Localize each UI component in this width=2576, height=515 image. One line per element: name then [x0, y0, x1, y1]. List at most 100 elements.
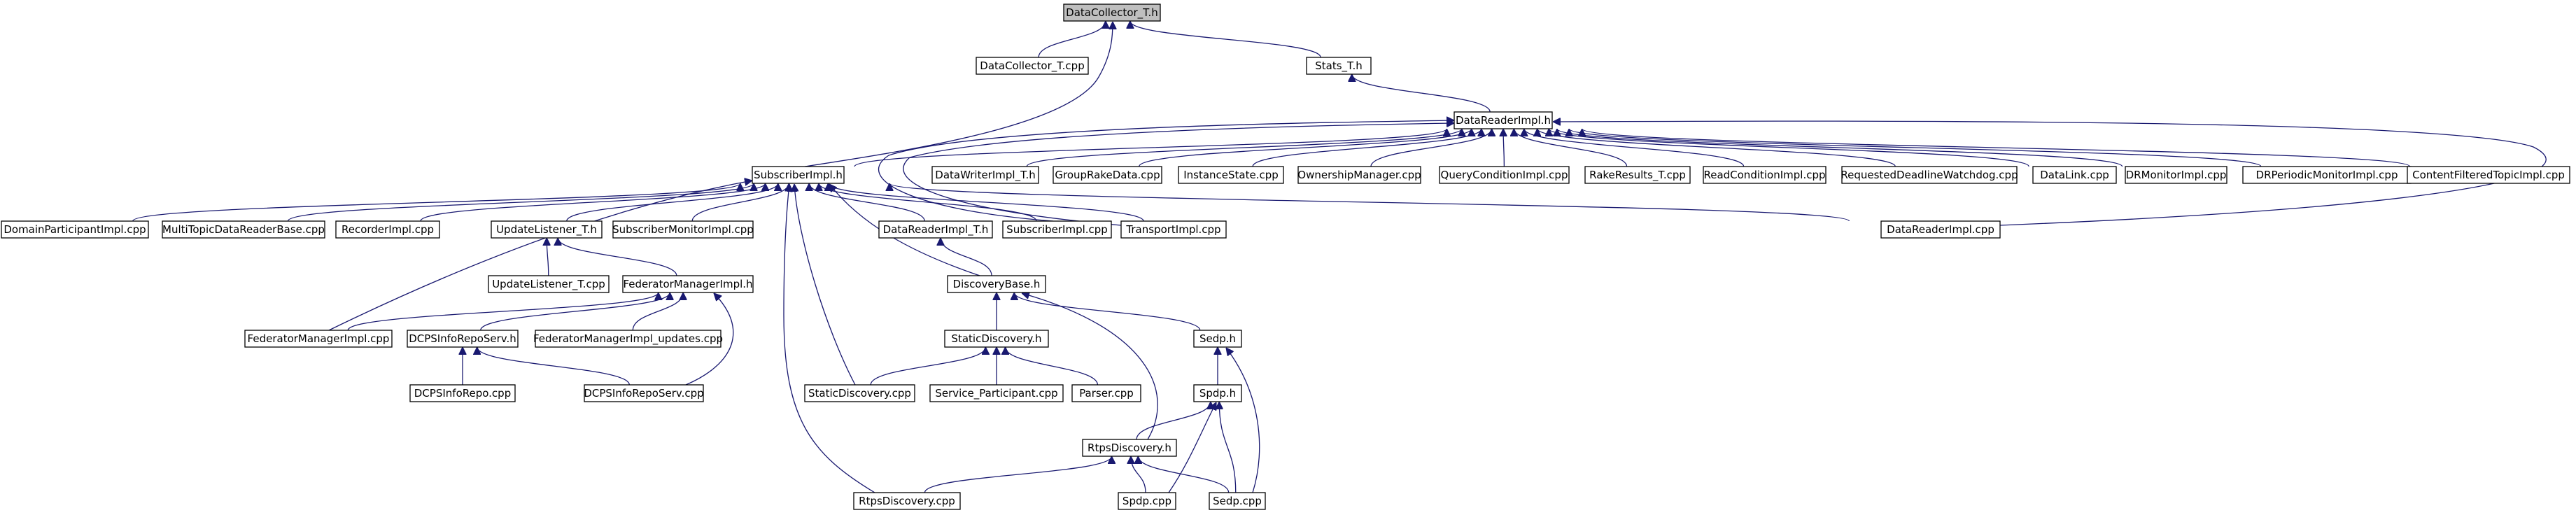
node-label: SubscriberImpl.h — [754, 169, 843, 181]
node-box — [1193, 330, 1242, 348]
graph-node[interactable]: StaticDiscovery.h — [944, 330, 1049, 348]
edge-n24-n4 — [828, 183, 1144, 222]
graph-node[interactable]: RtpsDiscovery.cpp — [853, 492, 961, 510]
node-box — [612, 220, 754, 239]
edge-n43-n40 — [1138, 456, 1230, 493]
node-label: ReadConditionImpl.cpp — [1703, 169, 1825, 181]
node-box — [407, 330, 519, 348]
node-label: Parser.cpp — [1079, 387, 1134, 400]
node-box — [244, 330, 393, 348]
graph-node[interactable]: GroupRakeData.cpp — [1053, 166, 1162, 184]
node-box — [1120, 220, 1227, 239]
node-box — [335, 220, 440, 239]
node-label: Service_Participant.cpp — [935, 387, 1057, 400]
graph-node[interactable]: TransportImpl.cpp — [1120, 220, 1227, 239]
node-label: DataCollector_T.h — [1066, 6, 1158, 20]
graph-node[interactable]: OwnershipManager.cpp — [1297, 166, 1421, 184]
graph-node[interactable]: InstanceState.cpp — [1178, 166, 1284, 184]
node-label: DCPSInfoRepoServ.h — [409, 332, 516, 345]
node-box — [1178, 166, 1284, 184]
graph-node[interactable]: DCPSInfoRepoServ.cpp — [584, 384, 704, 402]
edge-n36-n4 — [794, 184, 856, 386]
graph-node[interactable]: Spdp.cpp — [1118, 492, 1176, 510]
graph-node[interactable]: Sedp.h — [1193, 330, 1242, 348]
graph-node[interactable]: MultiTopicDataReaderBase.cpp — [162, 220, 325, 239]
graph-node[interactable]: QueryConditionImpl.cpp — [1439, 166, 1570, 184]
node-label: TransportImpl.cpp — [1125, 223, 1220, 236]
graph-node[interactable]: FederatorManagerImpl.cpp — [244, 330, 393, 348]
graph-node[interactable]: StaticDiscovery.cpp — [804, 384, 915, 402]
edge-n14-n3 — [1557, 128, 2123, 167]
graph-node[interactable]: FederatorManagerImpl_updates.cpp — [533, 330, 723, 348]
graph-node[interactable]: Parser.cpp — [1071, 384, 1141, 402]
node-label: DomainParticipantImpl.cpp — [3, 223, 146, 236]
graph-node[interactable]: UpdateListener_T.h — [491, 220, 603, 239]
node-box — [584, 384, 704, 402]
node-label: DiscoveryBase.h — [953, 278, 1041, 290]
edge-n30-n27 — [480, 292, 670, 331]
edge-n31-n27 — [632, 292, 683, 331]
edge-n9-n3 — [1503, 129, 1504, 167]
edge-n3-n2 — [1352, 73, 1491, 113]
edge-n13-n3 — [1549, 128, 2029, 167]
graph-node[interactable]: DataLink.cpp — [2032, 166, 2117, 184]
node-box — [804, 384, 915, 402]
node-box — [2125, 166, 2227, 184]
graph-node[interactable]: SubscriberMonitorImpl.cpp — [612, 220, 754, 239]
graph-node[interactable]: DRMonitorImpl.cpp — [2125, 166, 2227, 184]
graph-node[interactable]: RtpsDiscovery.h — [1082, 439, 1177, 457]
edge-n18-n4 — [287, 183, 754, 222]
node-box — [976, 57, 1089, 75]
node-label: UpdateListener_T.cpp — [492, 278, 605, 291]
graph-node[interactable]: FederatorManagerImpl.h — [622, 275, 754, 293]
edge-n41-n40 — [924, 456, 1111, 493]
graph-node[interactable]: DataCollector_T.cpp — [976, 57, 1089, 75]
node-label: Spdp.h — [1199, 387, 1236, 400]
node-label: DataReaderImpl.cpp — [1887, 223, 1994, 236]
node-label: RecorderImpl.cpp — [342, 223, 434, 236]
edge-n27-n20 — [558, 237, 677, 276]
edge-n26-n20 — [547, 238, 549, 276]
node-box — [162, 220, 325, 239]
node-box — [2032, 166, 2117, 184]
node-box — [1841, 166, 2018, 184]
node-box — [1297, 166, 1421, 184]
node-box — [1209, 492, 1266, 510]
edge-n35-n30 — [477, 346, 630, 386]
graph-node[interactable]: Sedp.cpp — [1209, 492, 1266, 510]
node-box — [1880, 220, 2001, 239]
node-box — [1071, 384, 1141, 402]
node-label: FederatorManagerImpl_updates.cpp — [533, 332, 723, 346]
graph-node[interactable]: DataReaderImpl.cpp — [1880, 220, 2001, 239]
node-box — [1193, 384, 1242, 402]
graph-node[interactable]: DiscoveryBase.h — [947, 275, 1046, 293]
graph-node[interactable]: Stats_T.h — [1306, 57, 1372, 75]
graph-node[interactable]: DataReaderImpl.h — [1454, 111, 1553, 129]
graph-node[interactable]: SubscriberImpl.h — [752, 166, 845, 184]
graph-node[interactable]: DataReaderImpl_T.h — [878, 220, 993, 239]
graph-node[interactable]: RequestedDeadlineWatchdog.cpp — [1840, 166, 2018, 184]
graph-node[interactable]: Spdp.h — [1193, 384, 1242, 402]
graph-node[interactable]: SubscriberImpl.cpp — [1002, 220, 1112, 239]
graph-node[interactable]: ContentFilteredTopicImpl.cpp — [2407, 166, 2570, 184]
node-box — [1002, 220, 1112, 239]
node-box — [947, 275, 1046, 293]
graph-node[interactable]: UpdateListener_T.cpp — [488, 275, 610, 293]
graph-node[interactable]: DataWriterImpl_T.h — [931, 166, 1039, 184]
node-box — [1, 220, 149, 239]
node-box — [1454, 111, 1553, 129]
edge-n38-n32 — [1006, 346, 1099, 386]
graph-node[interactable]: Service_Participant.cpp — [929, 384, 1064, 402]
graph-node[interactable]: RecorderImpl.cpp — [335, 220, 440, 239]
graph-node[interactable]: DRPeriodicMonitorImpl.cpp — [2242, 166, 2412, 184]
graph-node[interactable]: DCPSInfoRepoServ.h — [407, 330, 519, 348]
graph-node[interactable]: DomainParticipantImpl.cpp — [1, 220, 149, 239]
graph-node[interactable]: RakeResults_T.cpp — [1584, 166, 1691, 184]
node-box — [622, 275, 754, 293]
node-box — [535, 330, 722, 348]
graph-node[interactable]: DCPSInfoRepo.cpp — [409, 384, 516, 402]
node-label: Sedp.h — [1199, 332, 1236, 345]
edge-n4-n0 — [804, 22, 1113, 167]
graph-node[interactable]: ReadConditionImpl.cpp — [1703, 166, 1827, 184]
node-box — [1082, 439, 1177, 457]
